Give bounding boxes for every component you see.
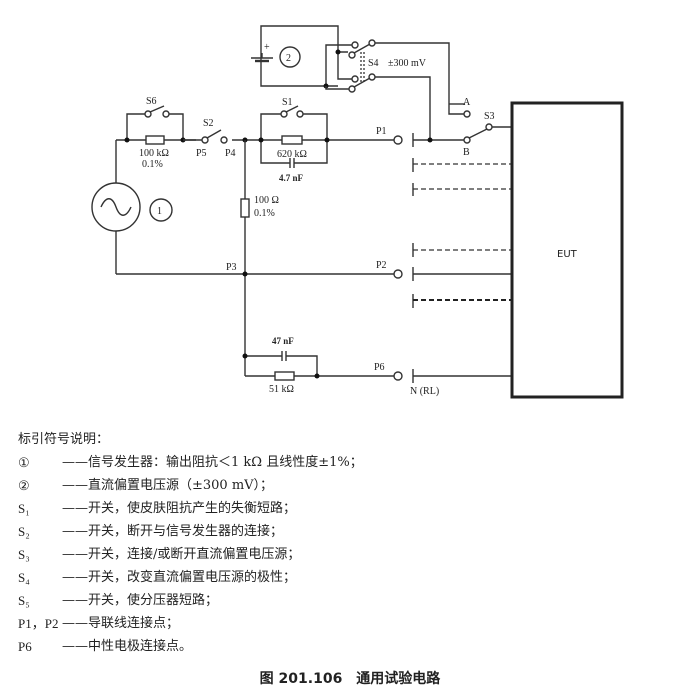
switch-s3[interactable]: A B S3 (448, 97, 512, 158)
source-1-icon (149, 198, 173, 222)
s3-label: S3 (484, 111, 495, 122)
legend-item: S₃ ——开关，连接/或断开直流偏置电压源； (18, 543, 678, 566)
legend-item: ② ——直流偏置电压源（±300 mV）； (18, 474, 678, 497)
p2-terminal[interactable] (393, 269, 403, 279)
eut-box (510, 101, 624, 399)
switch-s6[interactable]: S6 (126, 96, 184, 140)
p1-label: P1 (376, 126, 387, 137)
legend-description: ——开关，连接/或断开直流偏置电压源； (62, 547, 301, 562)
r-100k-label: 100 kΩ (139, 148, 169, 159)
resistor-51k: 51 kΩ (245, 371, 398, 395)
source-2-label: 2 (286, 53, 291, 64)
legend-description: ——开关，改变直流偏置电压源的极性； (62, 570, 297, 585)
resistor-620k: 620 kΩ (277, 135, 307, 160)
legend-symbol: P6 (18, 639, 32, 654)
capacitor-4n7: 4.7 nF (260, 140, 328, 183)
s2-label: S2 (203, 118, 214, 129)
signal-generator: 1 (91, 182, 173, 232)
legend-description: ——直流偏置电压源（±300 mV）； (62, 478, 274, 493)
capacitor-47n: 47 nF (245, 336, 318, 376)
r-100-label: 100 Ω (254, 195, 279, 206)
resistor-100: 100 Ω 0.1% (240, 195, 279, 219)
battery-plus-label: + (264, 42, 270, 53)
legend-title: 标引符号说明： (18, 432, 110, 447)
switch-s4[interactable]: S4 ±300 mV (325, 39, 450, 140)
legend-symbol: S₁ (18, 501, 30, 516)
dc-bias-source: + 2 (251, 25, 352, 89)
p3-label: P3 (226, 262, 237, 273)
c-4n7-label: 4.7 nF (279, 173, 304, 183)
figure-caption: 图 201.106 通用试验电路 (259, 671, 441, 687)
legend-item: S₂ ——开关，断开与信号发生器的连接； (18, 520, 678, 543)
legend-symbol: ② (18, 478, 30, 493)
legend-item: ① ——信号发生器：输出阻抗＜1 kΩ 且线性度±1%； (18, 451, 678, 474)
p1-terminal[interactable] (393, 135, 403, 145)
eut-label: EUT (557, 249, 578, 260)
legend-symbol: S₄ (18, 570, 30, 585)
legend-description: ——中性电极连接点。 (62, 639, 193, 654)
r-620k-label: 620 kΩ (277, 149, 307, 160)
legend-symbol: S₂ (18, 524, 30, 539)
r-100-tol-label: 0.1% (254, 208, 275, 219)
resistor-100k: 100 kΩ 0.1% (139, 135, 169, 170)
legend-description: ——信号发生器：输出阻抗＜1 kΩ 且线性度±1%； (62, 455, 363, 470)
legend-description: ——导联线连接点； (62, 616, 180, 631)
s6-label: S6 (146, 96, 157, 107)
legend-item: S₁ ——开关，使皮肤阻抗产生的失衡短路； (18, 497, 678, 520)
legend-item: P1，P2——导联线连接点； (18, 612, 678, 635)
a-label: A (463, 97, 471, 108)
ac-source-icon (91, 182, 141, 232)
switch-s2[interactable]: S2 P5 P4 (183, 118, 236, 159)
p5-label: P5 (196, 148, 207, 159)
source-2-icon (279, 46, 301, 68)
switch-s1[interactable]: S1 (260, 97, 328, 140)
legend-item: P6 ——中性电极连接点。 (18, 635, 678, 658)
legend-item: S₄ ——开关，改变直流偏置电压源的极性； (18, 566, 678, 589)
s4-label: S4 (368, 58, 379, 69)
p6-label: P6 (374, 362, 385, 373)
n-rl-label: N (RL) (410, 386, 439, 397)
legend-symbol: S₅ (18, 593, 30, 608)
legend-description: ——开关，使分压器短路； (62, 593, 219, 608)
source-1-label: 1 (157, 206, 162, 217)
r-100k-tol-label: 0.1% (142, 159, 163, 170)
s1-label: S1 (282, 97, 293, 108)
legend-description: ——开关，断开与信号发生器的连接； (62, 524, 284, 539)
legend: 标引符号说明： ① ——信号发生器：输出阻抗＜1 kΩ 且线性度±1%； ② ——直… (18, 428, 678, 658)
legend-description: ——开关，使皮肤阻抗产生的失衡短路； (62, 501, 297, 516)
p6-terminal[interactable] (393, 371, 403, 381)
c-47n-label: 47 nF (272, 336, 294, 346)
legend-symbol: P1，P2 (18, 616, 59, 631)
p4-label: P4 (225, 148, 236, 159)
s4-value-label: ±300 mV (388, 58, 427, 69)
r-51k-label: 51 kΩ (269, 384, 294, 395)
circuit-diagram: + 2 S4 ±300 mV 100 kΩ 0.1% (91, 25, 624, 399)
p2-label: P2 (376, 260, 387, 271)
legend-symbol: ① (18, 455, 30, 470)
b-label: B (463, 147, 470, 158)
legend-symbol: S₃ (18, 547, 30, 562)
legend-item: S₅ ——开关，使分压器短路； (18, 589, 678, 612)
